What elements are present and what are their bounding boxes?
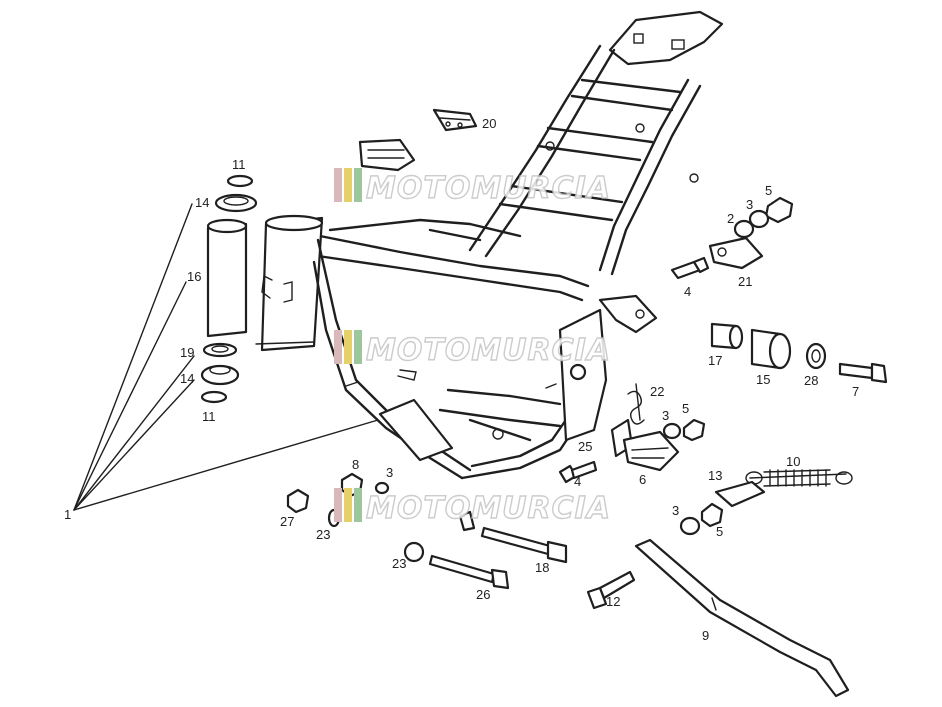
callout-5: 5 — [716, 524, 723, 539]
callout-14: 14 — [180, 371, 194, 386]
callout-18: 18 — [535, 560, 549, 575]
callout-14: 14 — [195, 195, 209, 210]
callout-9: 9 — [702, 628, 709, 643]
left-footpeg-part — [358, 138, 416, 172]
spacer-set — [710, 322, 888, 384]
callout-28: 28 — [804, 373, 818, 388]
callout-3: 3 — [386, 465, 393, 480]
callout-5: 5 — [682, 401, 689, 416]
callout-8: 8 — [352, 457, 359, 472]
callout-23: 23 — [392, 556, 406, 571]
callout-7: 7 — [852, 384, 859, 399]
callout-5: 5 — [765, 183, 772, 198]
watermark-bottom: MOTOMURCIA — [334, 488, 611, 527]
callout-23: 23 — [316, 527, 330, 542]
right-lower-hardware — [558, 383, 706, 484]
callout-12: 12 — [606, 594, 620, 609]
callout-4: 4 — [574, 474, 581, 489]
callout-22: 22 — [650, 384, 664, 399]
callout-4: 4 — [684, 284, 691, 299]
callout-1: 1 — [64, 507, 71, 522]
callout-17: 17 — [708, 353, 722, 368]
side-stand — [586, 538, 850, 698]
callout-2: 2 — [727, 211, 734, 226]
callout-10: 10 — [786, 454, 800, 469]
callout-3: 3 — [672, 503, 679, 518]
callout-6: 6 — [639, 472, 646, 487]
watermark-brand-middle: MOTOMURCIA — [366, 333, 611, 368]
callout-3: 3 — [662, 408, 669, 423]
callout-21: 21 — [738, 274, 752, 289]
steering-bearing-stack — [200, 174, 258, 404]
callout-15: 15 — [756, 372, 770, 387]
callout-3: 3 — [746, 197, 753, 212]
callout-labels: 1 2 3 3 3 3 4 4 5 5 5 6 7 8 9 10 11 11 1… — [64, 116, 859, 643]
callout-26: 26 — [476, 587, 490, 602]
leader-lines — [73, 203, 379, 511]
watermark-brand-top: MOTOMURCIA — [366, 171, 611, 206]
stand-spring-set — [679, 469, 853, 536]
callout-25: 25 — [578, 439, 592, 454]
watermark-brand-bottom: MOTOMURCIA — [366, 491, 611, 526]
callout-16: 16 — [187, 269, 201, 284]
rear-footpeg-part — [432, 108, 478, 132]
callout-11: 11 — [202, 409, 216, 424]
callout-20: 20 — [482, 116, 496, 131]
main-frame — [255, 10, 724, 480]
watermark-top: MOTOMURCIA — [334, 168, 611, 207]
callout-11: 11 — [232, 157, 246, 172]
callout-13: 13 — [708, 468, 722, 483]
callout-27: 27 — [280, 514, 294, 529]
watermark-middle: MOTOMURCIA — [334, 330, 611, 369]
callout-19: 19 — [180, 345, 194, 360]
right-upper-hardware — [670, 196, 794, 280]
